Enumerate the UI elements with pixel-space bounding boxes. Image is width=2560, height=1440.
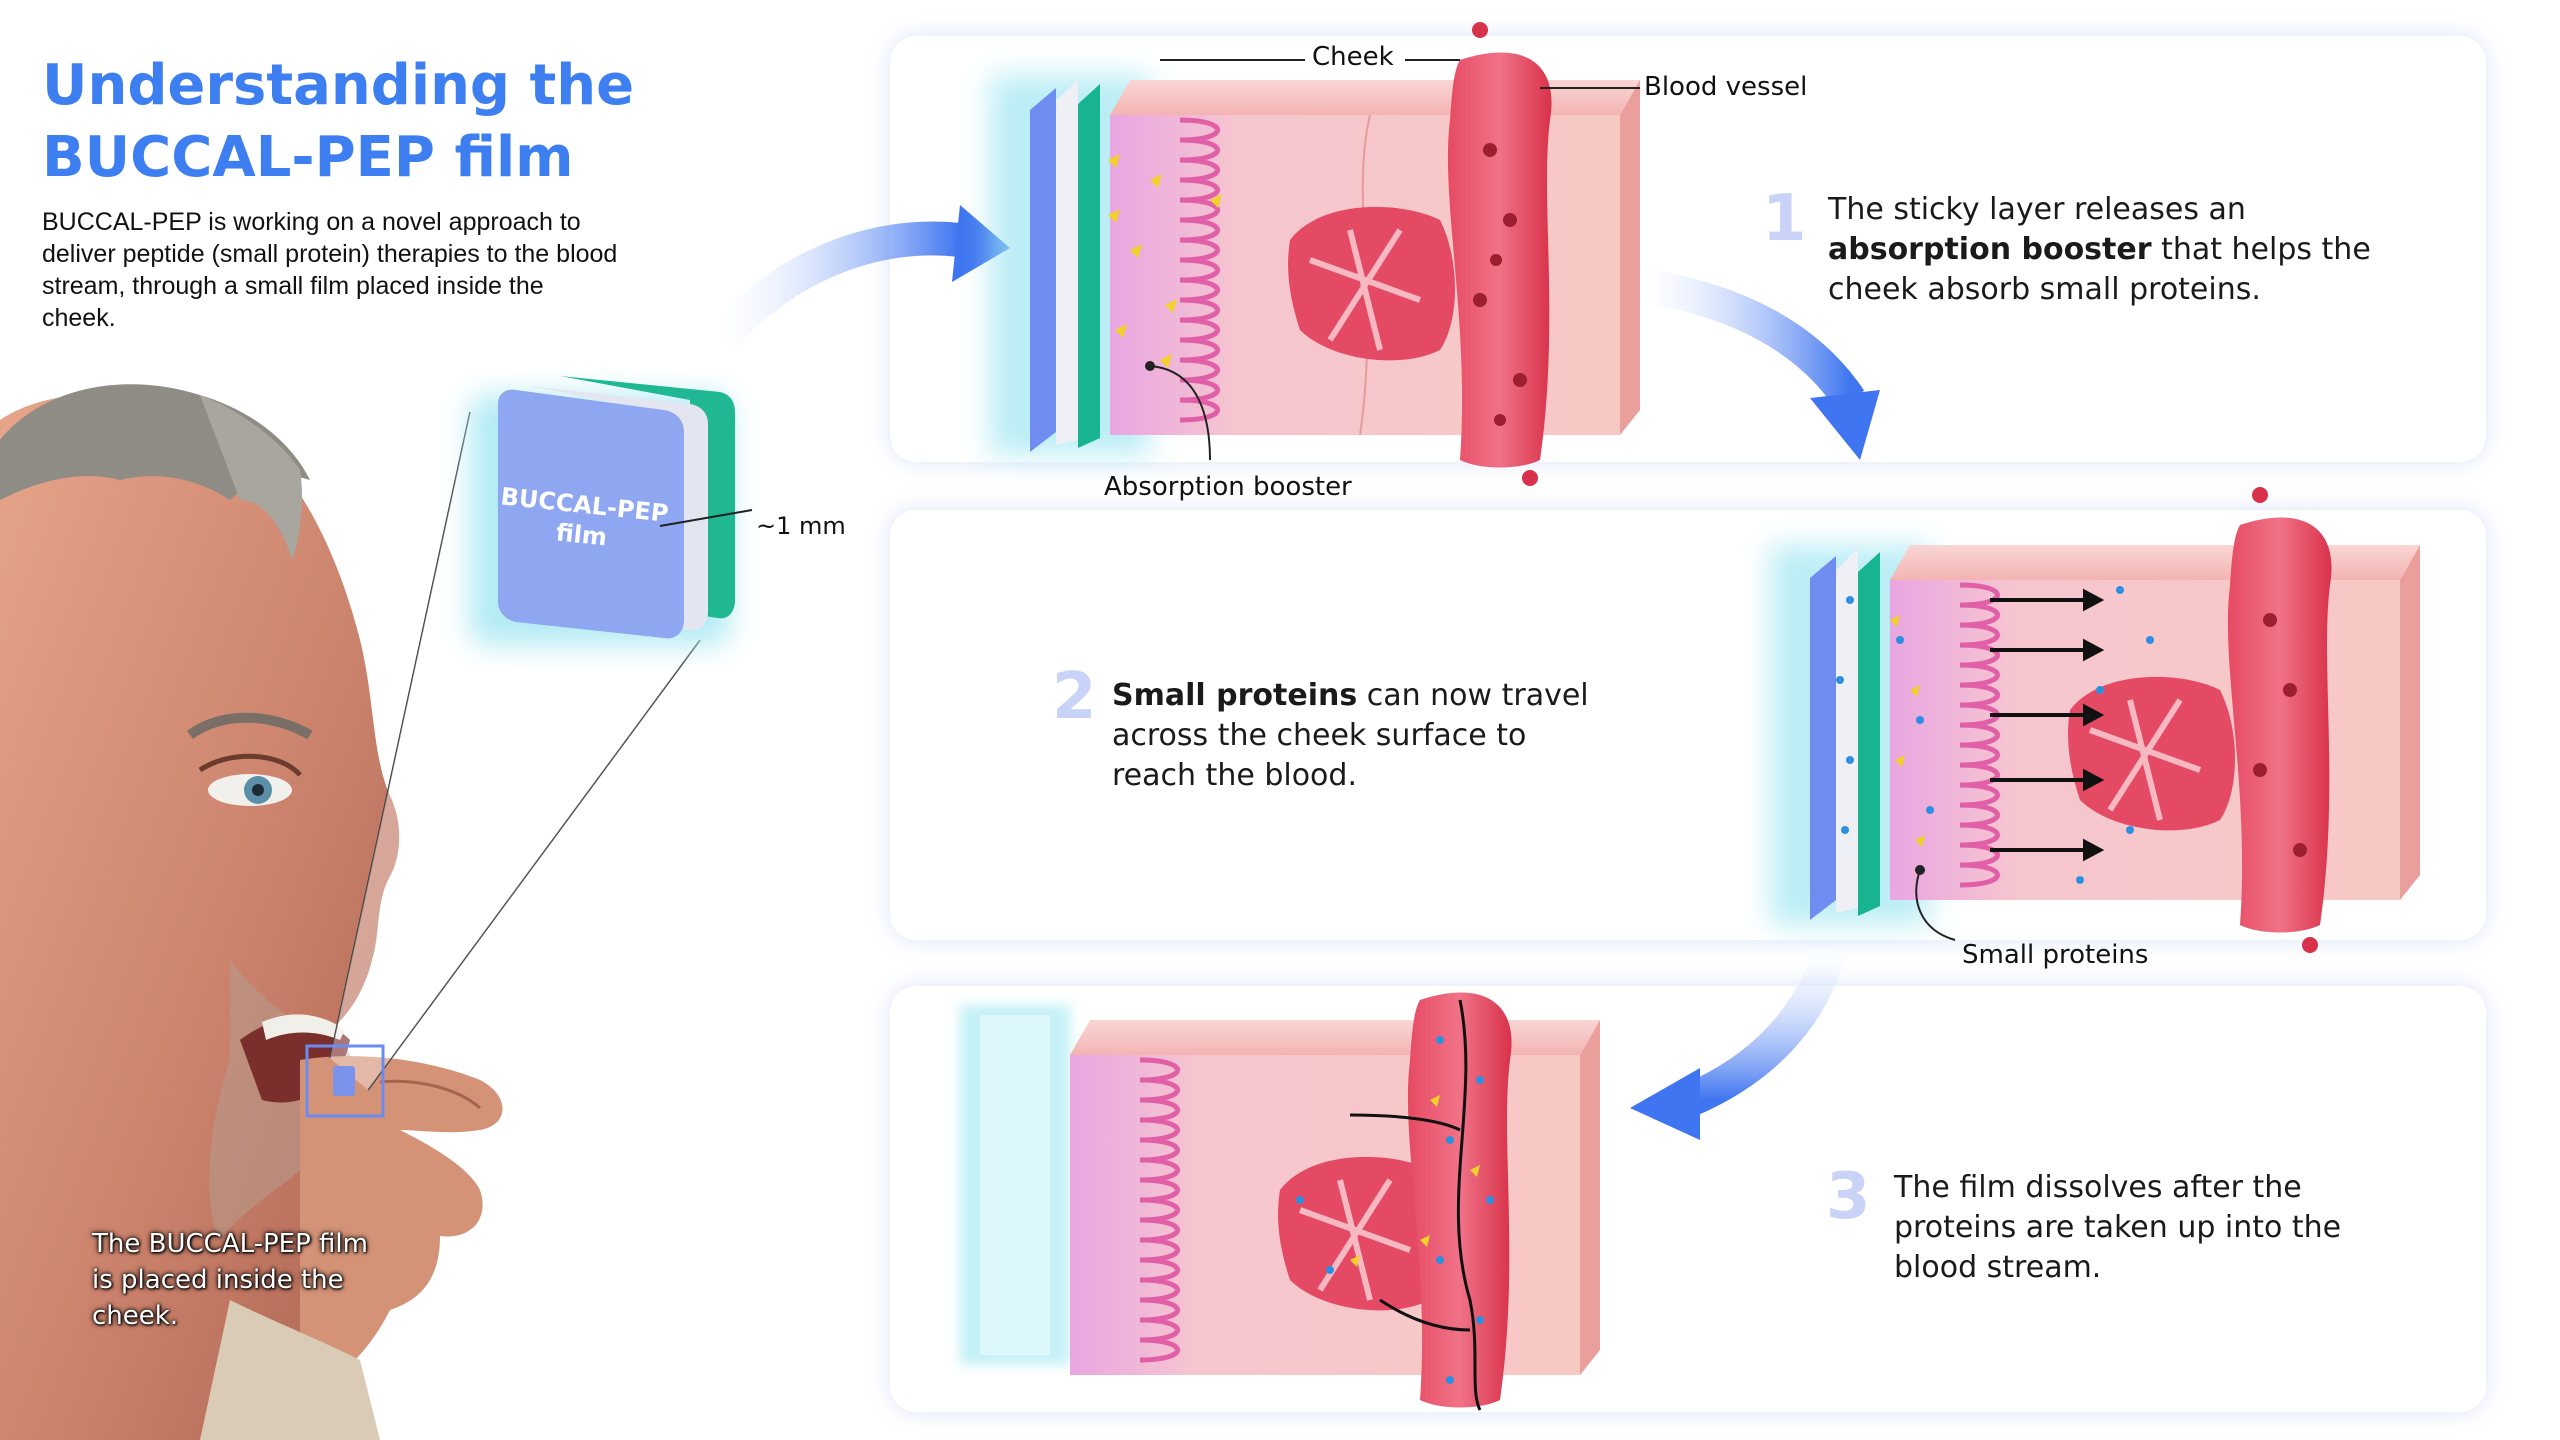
- title-line-2: BUCCAL-PEP film: [42, 125, 574, 190]
- intro-text: BUCCAL-PEP is working on a novel approac…: [42, 208, 618, 332]
- film-stack-icon: [470, 376, 753, 645]
- arrow-to-step2: [1637, 268, 1865, 410]
- step-2-number: 2: [1052, 660, 1097, 734]
- man-illustration: [0, 384, 503, 1440]
- step-1-number: 1: [1762, 182, 1807, 256]
- film-placement-box: [305, 1044, 385, 1118]
- tissue-block-step3: [960, 992, 1600, 1411]
- film-thickness-label: ~1 mm: [756, 512, 846, 540]
- blood-vessel-label: Blood vessel: [1644, 72, 1808, 102]
- step-1-text: The sticky layer releases an absorption …: [1828, 190, 2388, 310]
- step-3-text-post: The film dissolves after the proteins ar…: [1894, 1170, 2342, 1285]
- tissue-block-step1: [990, 22, 1640, 486]
- step-3-number: 3: [1826, 1160, 1871, 1234]
- step-2-text-post: can now travel across the cheek surface …: [1112, 678, 1589, 793]
- placement-caption: The BUCCAL-PEP film is placed inside the…: [92, 1229, 368, 1331]
- cheek-label: Cheek: [1312, 42, 1394, 72]
- arrow-to-step3: [1683, 945, 1847, 1116]
- step-1-text-bold: absorption booster: [1828, 232, 2152, 267]
- tissue-block-step2: [1770, 487, 2420, 953]
- small-proteins-label: Small proteins: [1962, 940, 2149, 970]
- step-1-text-pre: The sticky layer releases an: [1828, 192, 2246, 227]
- step-2-text: Small proteins can now travel across the…: [1112, 676, 1612, 796]
- step-2-text-bold: Small proteins: [1112, 678, 1358, 713]
- step-1-text-post: that helps the cheek absorb small protei…: [1828, 232, 2371, 307]
- arrow-to-step1: [707, 221, 962, 352]
- absorption-booster-label: Absorption booster: [1104, 472, 1352, 502]
- step-3-text: The film dissolves after the proteins ar…: [1894, 1168, 2394, 1288]
- title-line-1: Understanding the: [42, 53, 635, 118]
- page-title: Understanding the BUCCAL-PEP film: [42, 50, 662, 194]
